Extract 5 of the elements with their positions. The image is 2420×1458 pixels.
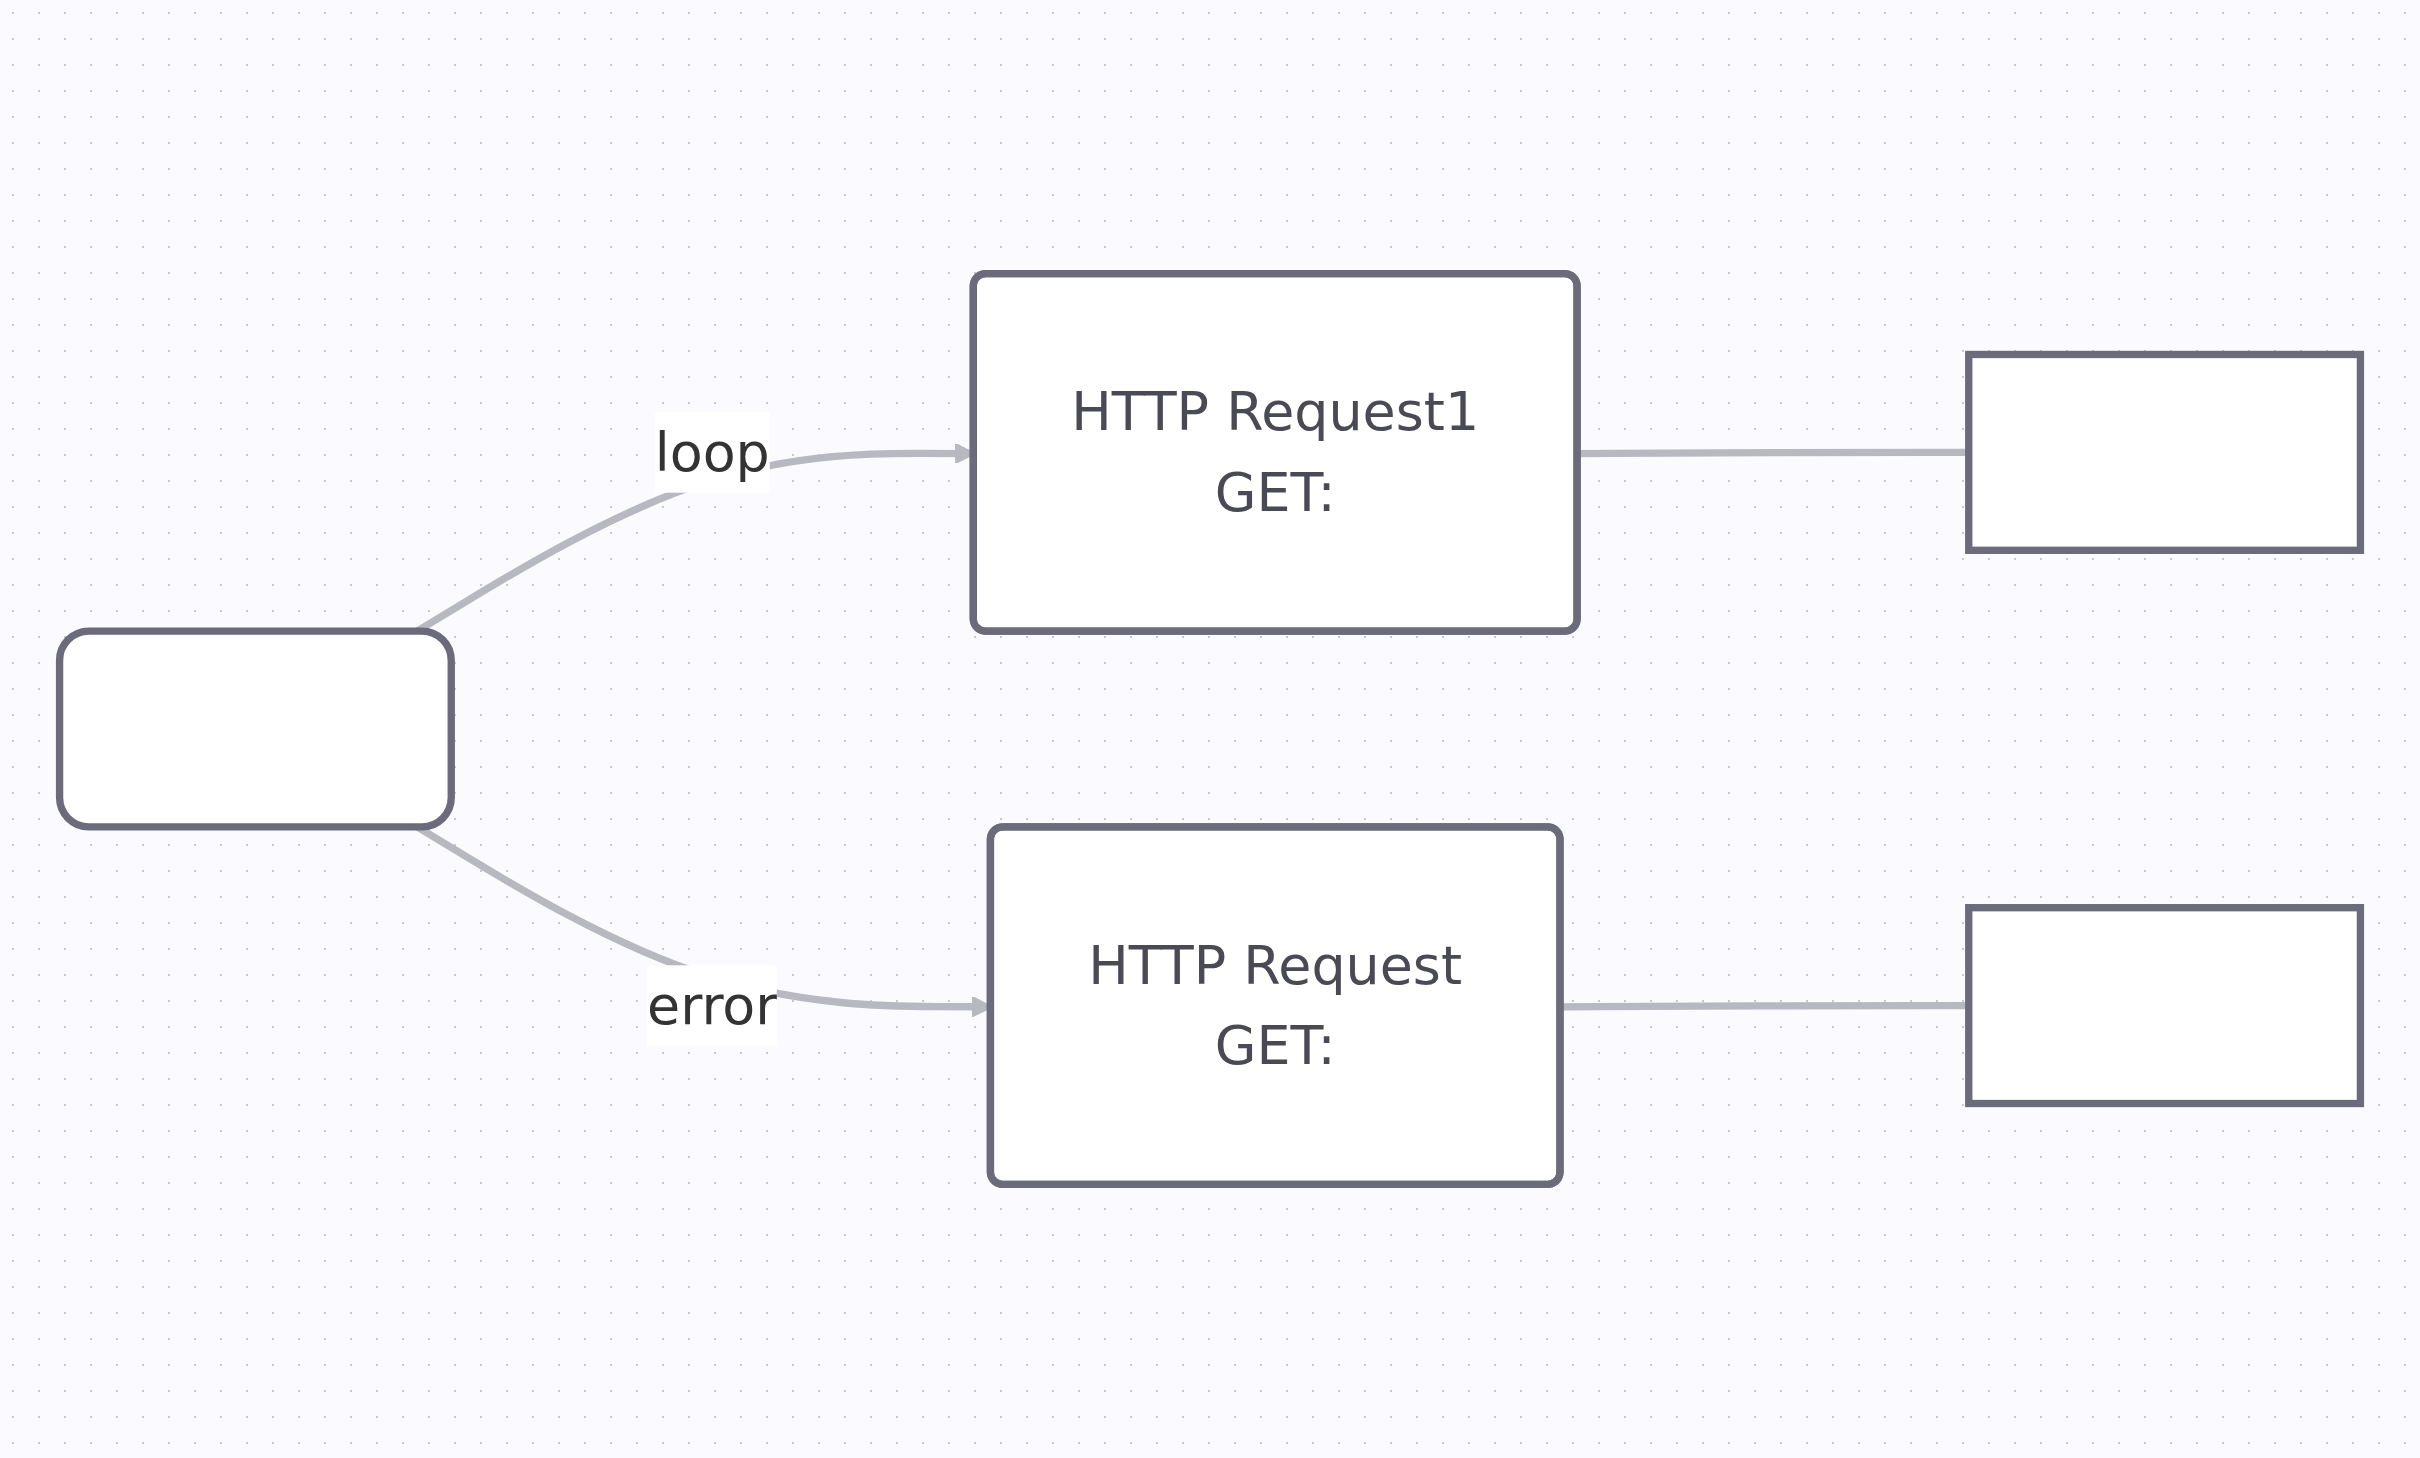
node-box: [1965, 350, 2365, 554]
edge-label: error: [647, 975, 778, 1037]
node-box: [1965, 904, 2365, 1108]
node-box: [55, 627, 455, 831]
edge-label: loop: [654, 421, 770, 483]
